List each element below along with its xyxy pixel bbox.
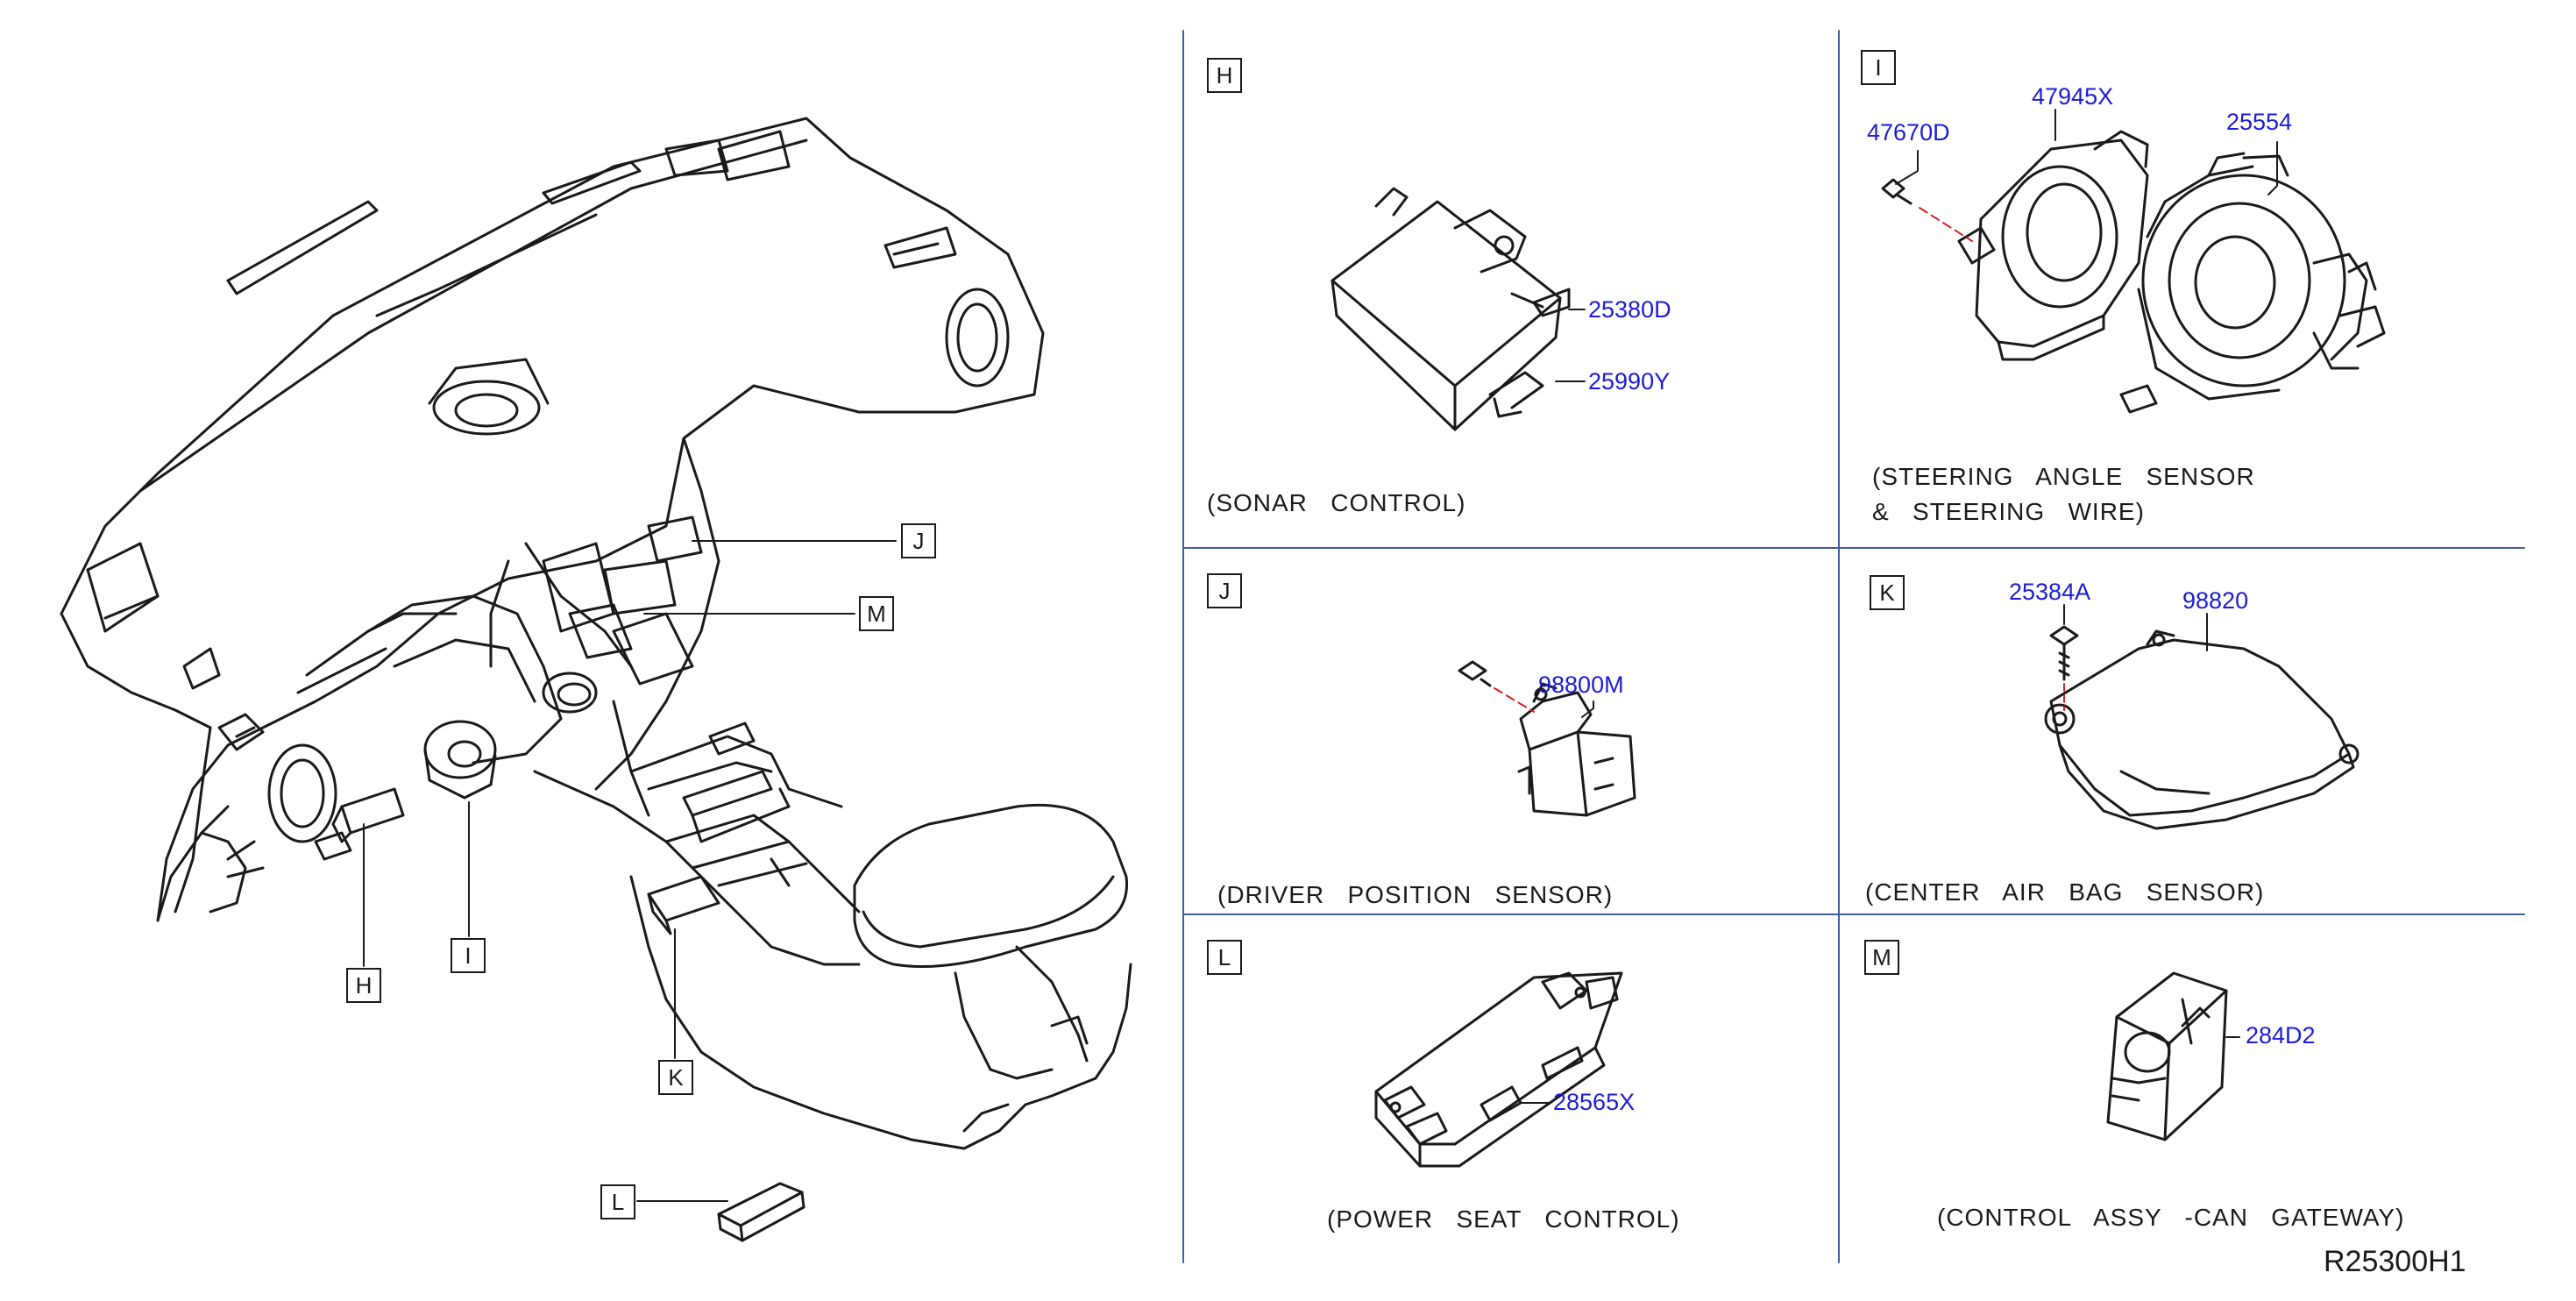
panel-h-letter: H [1207, 58, 1242, 93]
power-seat-control-unit [1374, 971, 1623, 1168]
part-number-98820: 98820 [2182, 587, 2249, 614]
panel-dividers [1182, 30, 2525, 1263]
panel-k-caption: (CENTER AIR BAG SENSOR) [1865, 878, 2265, 906]
panel-i-letter: I [1861, 50, 1896, 85]
sonar-control-unit [1331, 187, 1571, 431]
part-number-47670d: 47670D [1867, 119, 1950, 146]
panel-l-letter: L [1207, 940, 1242, 975]
panel-m-caption: (CONTROL ASSY -CAN GATEWAY) [1937, 1204, 2405, 1231]
panel-i-caption-line1: (STEERING ANGLE SENSOR [1872, 463, 2255, 490]
i-leaders [1895, 109, 2278, 196]
k-leaders [2063, 604, 2208, 651]
screw-47670d [1881, 178, 1912, 205]
callout-box-j: J [901, 523, 936, 558]
part-number-98800m: 98800M [1538, 672, 1624, 698]
panel-m-letter: M [1864, 940, 1899, 975]
sonar-leaders [1555, 309, 1586, 382]
panel-h-caption: (SONAR CONTROL) [1207, 489, 1466, 516]
panel-i-caption-line2: & STEERING WIRE) [1872, 498, 2145, 525]
driver-position-sensor [1517, 682, 1636, 817]
instrument-panel-illustration [60, 117, 1132, 1242]
j-leaders [1581, 700, 1594, 718]
center-air-bag-sensor [2044, 629, 2360, 830]
steering-wire-clock-spring [2119, 152, 2386, 414]
callout-box-h: H [346, 968, 381, 1003]
part-number-28565x: 28565X [1553, 1089, 1636, 1115]
callout-box-m: M [859, 596, 894, 631]
bolt-25384a [2049, 625, 2079, 681]
can-gateway-unit [2106, 971, 2228, 1141]
screw-j [1458, 660, 1492, 687]
callout-box-i: I [451, 938, 486, 973]
j-dash-guide [1494, 687, 1535, 713]
part-number-25384a: 25384A [2009, 579, 2091, 605]
overview-leader-lines [363, 540, 897, 1202]
part-number-25990y: 25990Y [1588, 368, 1671, 395]
steering-angle-sensor [1957, 130, 2149, 361]
panel-l-caption: (POWER SEAT CONTROL) [1327, 1205, 1680, 1233]
diagram-id: R25300H1 [2324, 1245, 2466, 1278]
part-number-284d2: 284D2 [2246, 1022, 2316, 1049]
part-number-47945x: 47945X [2032, 83, 2114, 110]
part-number-25554: 25554 [2226, 109, 2293, 135]
callout-box-l: L [600, 1184, 635, 1219]
i-dash-guide [1919, 207, 1973, 242]
callout-box-k: K [658, 1060, 693, 1095]
panel-j-letter: J [1207, 573, 1242, 608]
panel-k-letter: K [1870, 575, 1905, 610]
panel-j-caption: (DRIVER POSITION SENSOR) [1217, 881, 1614, 908]
part-number-25380d: 25380D [1588, 296, 1671, 323]
